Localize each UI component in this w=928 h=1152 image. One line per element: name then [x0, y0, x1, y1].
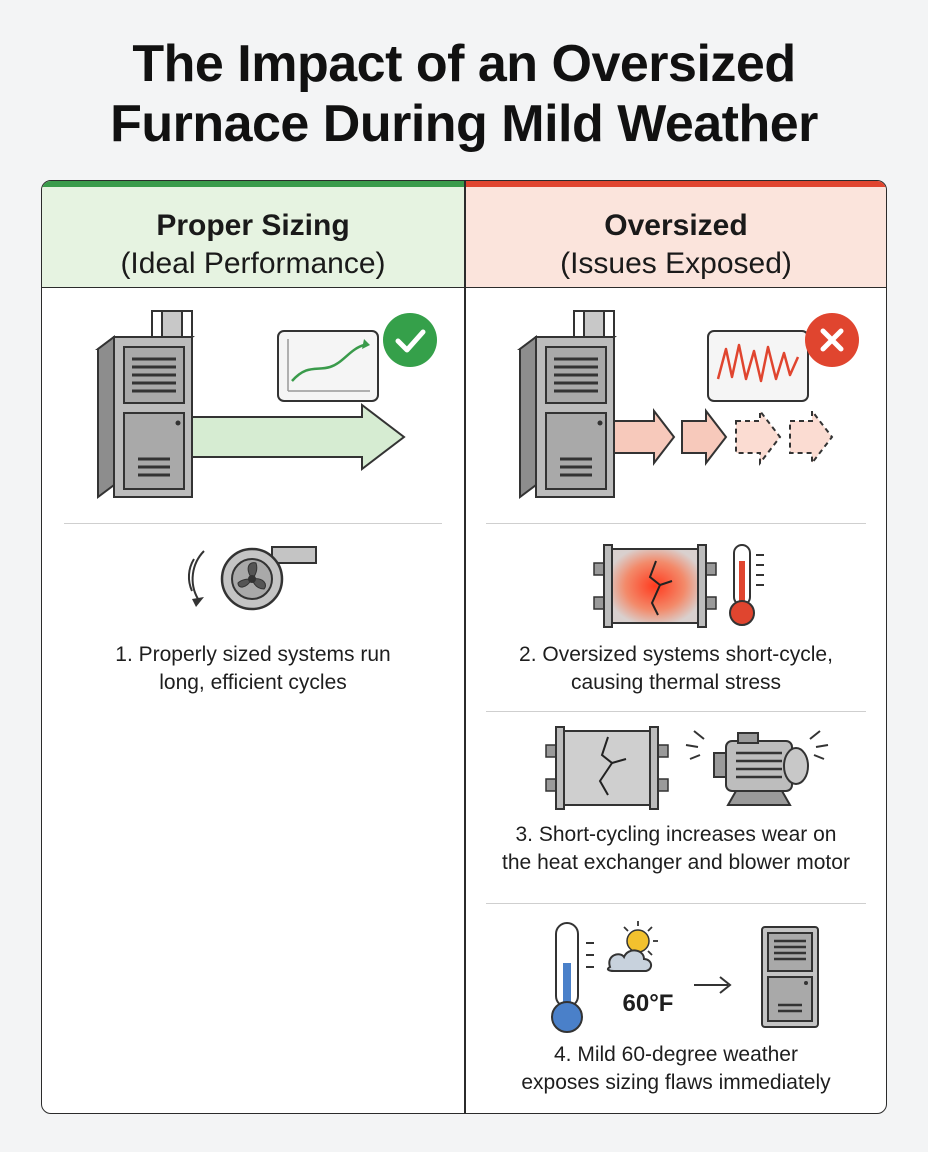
cracked-exchanger-motor-icon — [545, 726, 829, 810]
point-3-caption: 3. Short-cycling increases wear on the h… — [466, 821, 886, 877]
left-heading: Proper Sizing — [156, 209, 350, 242]
point-2-line-2: causing thermal stress — [570, 671, 782, 694]
x-icon — [805, 313, 859, 367]
check-icon — [383, 313, 437, 367]
right-heading: Oversized — [604, 209, 748, 242]
blower-motor-icon — [685, 730, 829, 806]
left-column-header: Proper Sizing (Ideal Performance) — [42, 181, 464, 288]
right-column-header: Oversized (Issues Exposed) — [464, 181, 886, 288]
right-subheading: (Issues Exposed) — [560, 247, 792, 280]
point-4-line-1: 4. Mild 60-degree weather — [554, 1043, 798, 1066]
point-2-caption: 2. Oversized systems short-cycle, causin… — [486, 641, 866, 697]
left-separator-1 — [64, 523, 442, 524]
point-1-line-2: long, efficient cycles — [159, 671, 347, 694]
point-4-caption: 4. Mild 60-degree weather exposes sizing… — [486, 1041, 866, 1097]
right-separator-3 — [486, 903, 866, 904]
left-subheading: (Ideal Performance) — [120, 247, 386, 280]
page-title: The Impact of an Oversized Furnace Durin… — [0, 34, 928, 154]
point-3-line-2: the heat exchanger and blower motor — [502, 851, 850, 874]
furnace-icon — [517, 310, 617, 499]
point-3-line-1: 3. Short-cycling increases wear on — [515, 823, 837, 846]
column-divider — [464, 181, 466, 1113]
left-furnace-illustration — [95, 310, 406, 499]
furnace-icon — [95, 310, 195, 499]
comparison-panel: Proper Sizing (Ideal Performance) Oversi… — [41, 180, 887, 1114]
short-cycle-arrows — [613, 408, 834, 466]
furnace-icon — [761, 926, 819, 1028]
heat-exchanger-thermometer-icon — [593, 544, 764, 628]
long-flow-arrow — [191, 402, 406, 472]
right-furnace-illustration — [517, 310, 834, 499]
point-4-line-2: exposes sizing flaws immediately — [521, 1071, 831, 1094]
temperature-label: 60°F — [623, 990, 674, 1017]
thermometer-weather-icon: 60°F — [551, 921, 819, 1033]
smooth-graph-icon — [277, 330, 379, 402]
sun-cloud-icon — [606, 921, 658, 972]
title-line-2: Furnace During Mild Weather — [110, 95, 818, 153]
point-2-line-1: 2. Oversized systems short-cycle, — [519, 643, 833, 666]
right-separator-2 — [486, 711, 866, 712]
point-1-caption: 1. Properly sized systems run long, effi… — [64, 641, 442, 697]
jagged-graph-icon — [707, 330, 809, 402]
blower-fan-icon — [187, 546, 317, 611]
right-separator-1 — [486, 523, 866, 524]
point-1-line-1: 1. Properly sized systems run — [115, 643, 391, 666]
title-line-1: The Impact of an Oversized — [132, 35, 796, 93]
